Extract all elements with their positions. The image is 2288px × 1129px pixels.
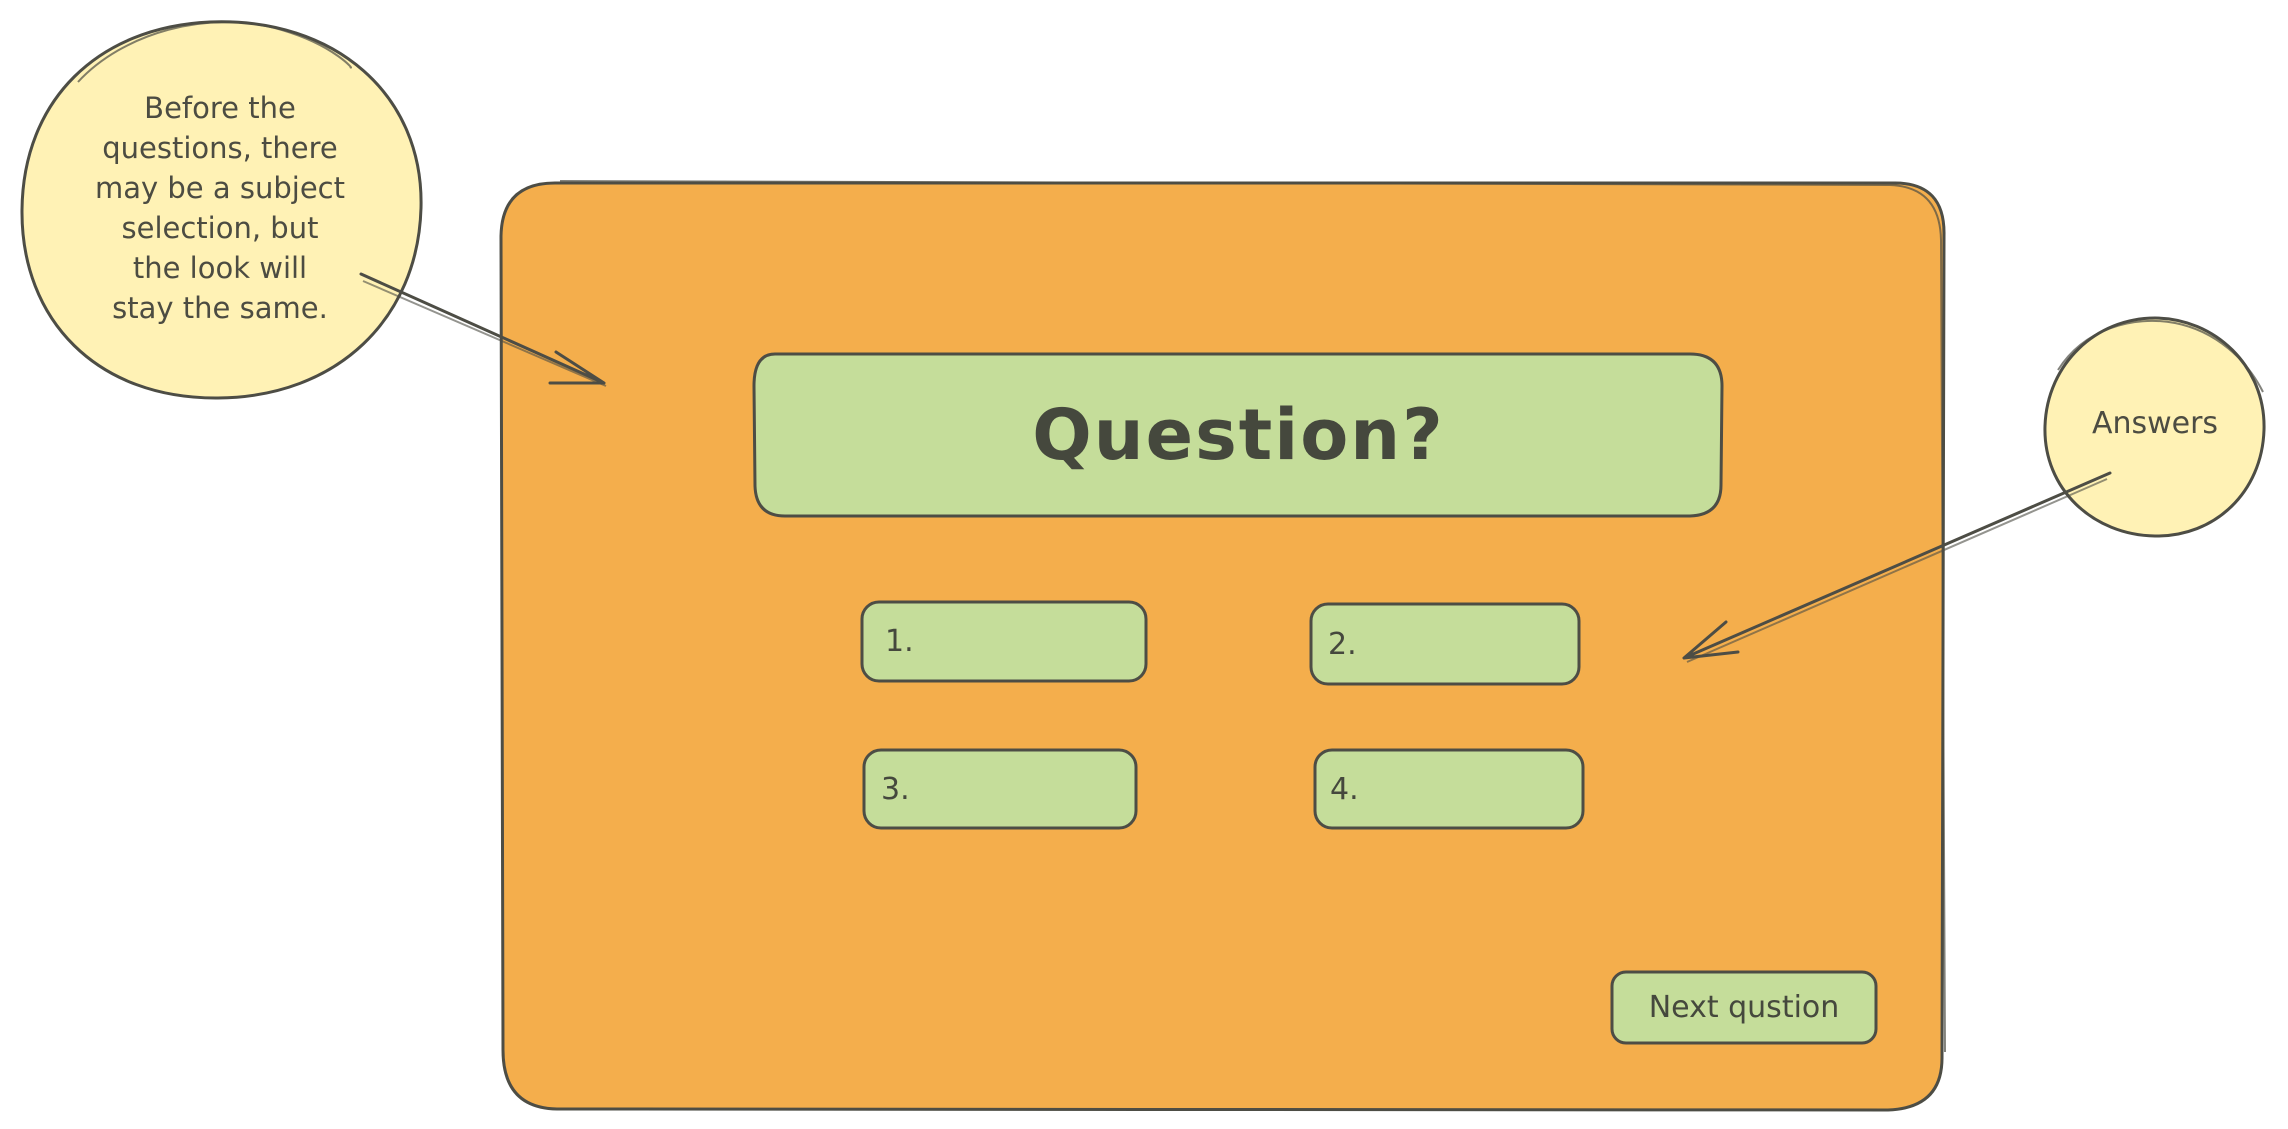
subject-note-circle-sketch xyxy=(77,21,353,83)
next-question-button[interactable]: Next qustion xyxy=(1648,990,1840,1025)
answer-box-2[interactable] xyxy=(1309,602,1581,686)
answer-label-2: 2. xyxy=(1328,626,1357,662)
answers-note-arrow xyxy=(1682,471,2112,660)
answer-box-1[interactable] xyxy=(860,600,1148,683)
answer-box-4[interactable] xyxy=(1313,748,1585,830)
answers-note-text: Answers xyxy=(2091,406,2219,441)
subject-note-arrow xyxy=(359,272,606,385)
answers-note-circle-sketch xyxy=(2057,319,2264,393)
quiz-panel-sketch-line xyxy=(559,180,1946,1053)
question-box xyxy=(752,352,1724,518)
next-question-button-shape[interactable] xyxy=(1610,970,1878,1045)
subject-note-circle xyxy=(20,20,423,400)
subject-note-arrow-sketch xyxy=(362,280,607,387)
answer-label-3: 3. xyxy=(881,771,910,807)
answer-label-1: 1. xyxy=(885,624,914,659)
subject-note-text: Before the questions, there may be a sub… xyxy=(95,91,345,325)
answer-box-3[interactable] xyxy=(862,748,1138,830)
answer-label-4: 4. xyxy=(1330,771,1359,807)
answers-note-arrow-sketch xyxy=(1686,478,2108,663)
question-title: Question? xyxy=(1032,394,1445,476)
